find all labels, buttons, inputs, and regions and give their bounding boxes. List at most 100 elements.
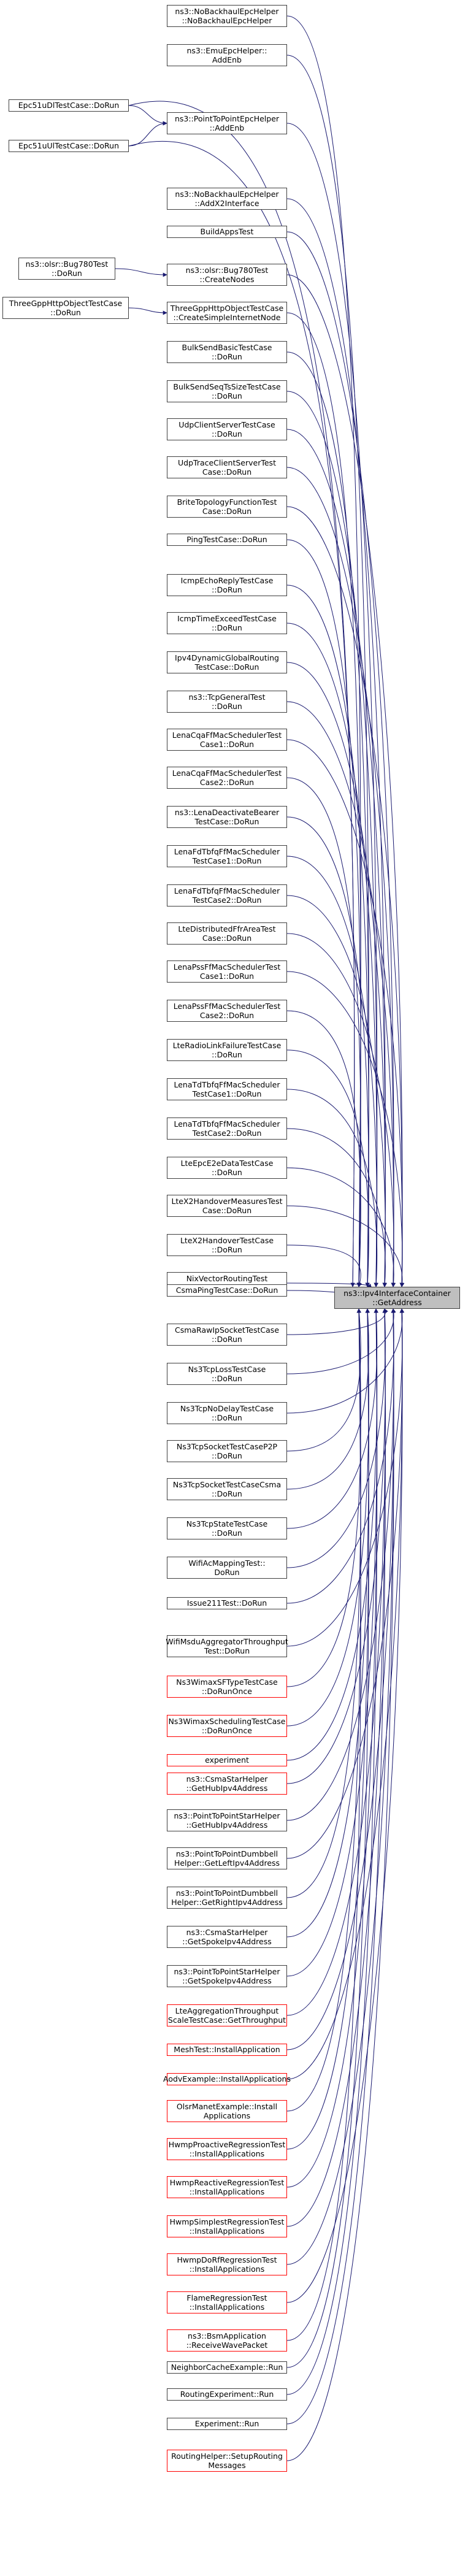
graph-node-ns3-nobackhaulepchelper-addx2interface[interactable]: ns3::NoBackhaulEpcHelper ::AddX2Interfac… [167,188,287,210]
graph-node-hwmpsimplestregressiontest-installapplications[interactable]: HwmpSimplestRegressionTest ::InstallAppl… [167,2215,287,2237]
graph-node-ns3tcpsockettestcasecsma-dorun[interactable]: Ns3TcpSocketTestCaseCsma ::DoRun [167,1478,287,1500]
graph-node-icmpechoreplytestcase-dorun[interactable]: IcmpEchoReplyTestCase ::DoRun [167,574,287,596]
node-label: ns3::TcpGeneralTest ::DoRun [188,692,266,711]
graph-node-experiment[interactable]: experiment [167,1754,287,1766]
graph-node-ns3-pointtopointepchelper-addenb[interactable]: ns3::PointToPointEpcHelper ::AddEnb [167,112,287,134]
graph-node-britetopologyfunctiontest-case-dorun[interactable]: BriteTopologyFunctionTest Case::DoRun [167,496,287,518]
edge-routinghelper-setuprouting-messages-to-target [286,1308,396,2461]
graph-node-hwmpreactiveregressiontest-installapplications[interactable]: HwmpReactiveRegressionTest ::InstallAppl… [167,2176,287,2198]
node-label: WifiAcMappingTest:: DoRun [188,1558,266,1577]
graph-node-ns3-csmastarhelper-getspokeipv4address[interactable]: ns3::CsmaStarHelper ::GetSpokeIpv4Addres… [167,1926,287,1948]
node-label: RoutingHelper::SetupRouting Messages [171,2451,283,2470]
graph-node-ltedistributedffrareatest-case-dorun[interactable]: LteDistributedFfrAreaTest Case::DoRun [167,922,287,945]
graph-node-wifiacmappingtest-dorun[interactable]: WifiAcMappingTest:: DoRun [167,1557,287,1579]
node-label: CsmaPingTestCase::DoRun [175,1286,278,1295]
graph-node-lenapssffmacschedulertest-case2-dorun[interactable]: LenaPssFfMacSchedulerTest Case2::DoRun [167,1000,287,1022]
edge-ns3-lenadeactivatebearer-testcase-dorun-to-target [286,816,370,1287]
graph-node-lenafdtbfqffmacscheduler-testcase2-dorun[interactable]: LenaFdTbfqFfMacScheduler TestCase2::DoRu… [167,884,287,907]
edge-ltedistributedffrareatest-case-dorun-to-target [286,933,396,1287]
graph-node-lenacqaffmacschedulertest-case1-dorun[interactable]: LenaCqaFfMacSchedulerTest Case1::DoRun [167,729,287,751]
node-label: LenaTdTbfqFfMacScheduler TestCase1::DoRu… [174,1079,280,1098]
node-label: IcmpEchoReplyTestCase ::DoRun [180,575,274,594]
graph-node-lteepce2edatatestcase-dorun[interactable]: LteEpcE2eDataTestCase ::DoRun [167,1157,287,1179]
graph-node-aodvexample-installapplications[interactable]: AodvExample::InstallApplications [163,2073,291,2085]
edge-lenafdtbfqffmacscheduler-testcase2-dorun-to-target [286,895,387,1287]
graph-node-bulksendseqtssizetestcase-dorun[interactable]: BulkSendSeqTsSizeTestCase ::DoRun [167,380,287,402]
graph-node-lenapssffmacschedulertest-case1-dorun[interactable]: LenaPssFfMacSchedulerTest Case1::DoRun [167,960,287,983]
graph-node-ns3tcplosstestcase-dorun[interactable]: Ns3TcpLossTestCase ::DoRun [167,1363,287,1385]
graph-node-bulksendbasictestcase-dorun[interactable]: BulkSendBasicTestCase ::DoRun [167,341,287,363]
node-label: LenaFdTbfqFfMacScheduler TestCase2::DoRu… [174,886,280,905]
node-label: UdpTraceClientServerTest Case::DoRun [178,458,276,477]
graph-node-threegpphttpobjecttestcase-dorun[interactable]: ThreeGppHttpObjectTestCase ::DoRun [2,297,129,319]
graph-node-ns3wimaxsftypetestcase-dorunonce[interactable]: Ns3WimaxSFTypeTestCase ::DoRunOnce [167,1676,287,1698]
graph-node-hwmpdorfregressiontest-installapplications[interactable]: HwmpDoRfRegressionTest ::InstallApplicat… [167,2253,287,2275]
graph-node-ipv4dynamicglobalrouting-testcase-dorun[interactable]: Ipv4DynamicGlobalRouting TestCase::DoRun [167,651,287,673]
graph-node-routingexperiment-run[interactable]: RoutingExperiment::Run [167,2388,287,2401]
graph-node-lenatdtbfqffmacscheduler-testcase1-dorun[interactable]: LenaTdTbfqFfMacScheduler TestCase1::DoRu… [167,1078,287,1100]
edge-lenacqaffmacschedulertest-case2-dorun-to-target [286,777,361,1287]
node-label: ns3::Ipv4InterfaceContainer ::GetAddress [343,1288,451,1307]
node-label: Ns3WimaxSFTypeTestCase ::DoRunOnce [176,1677,278,1696]
edge-ns3wimaxsftypetestcase-dorunonce-to-target [286,1308,361,1687]
graph-node-hwmpproactiveregressiontest-installapplications[interactable]: HwmpProactiveRegressionTest ::InstallApp… [167,2138,287,2160]
graph-node-lenacqaffmacschedulertest-case2-dorun[interactable]: LenaCqaFfMacSchedulerTest Case2::DoRun [167,767,287,789]
graph-node-routinghelper-setuprouting-messages[interactable]: RoutingHelper::SetupRouting Messages [167,2450,287,2472]
graph-node-buildappstest[interactable]: BuildAppsTest [167,226,287,238]
node-label: ThreeGppHttpObjectTestCase ::CreateSimpl… [170,303,284,322]
node-label: LteDistributedFfrAreaTest Case::DoRun [178,924,276,943]
graph-node-flameregressiontest-installapplications[interactable]: FlameRegressionTest ::InstallApplication… [167,2291,287,2313]
node-label: ns3::olsr::Bug780Test ::DoRun [25,259,109,278]
node-label: BulkSendSeqTsSizeTestCase ::DoRun [173,381,281,401]
graph-node-ns3wimaxschedulingtestcase-dorunonce[interactable]: Ns3WimaxSchedulingTestCase ::DoRunOnce [167,1715,287,1737]
node-label: Ns3TcpNoDelayTestCase ::DoRun [180,1403,274,1422]
graph-node-pingtestcase-dorun[interactable]: PingTestCase::DoRun [167,534,287,546]
graph-node-experiment-run[interactable]: Experiment::Run [167,2418,287,2430]
graph-node-wifimsduaggregatorthroughput-test-dorun[interactable]: WifiMsduAggregatorThroughput Test::DoRun [166,1635,288,1657]
graph-node-udpclientservertestcase-dorun[interactable]: UdpClientServerTestCase ::DoRun [167,418,287,440]
graph-node-ns3-olsr-bug780test-createnodes[interactable]: ns3::olsr::Bug780Test ::CreateNodes [167,264,287,286]
graph-node-meshtest-installapplication[interactable]: MeshTest::InstallApplication [167,2044,287,2056]
graph-node-threegpphttpobjecttestcase-createsimpleinternetnode[interactable]: ThreeGppHttpObjectTestCase ::CreateSimpl… [167,302,287,324]
graph-node-ns3tcpnodelaytestcase-dorun[interactable]: Ns3TcpNoDelayTestCase ::DoRun [167,1402,287,1424]
graph-node-ns3tcpstatetestcase-dorun[interactable]: Ns3TcpStateTestCase ::DoRun [167,1517,287,1539]
graph-node-csmarawipsockettestcase-dorun[interactable]: CsmaRawIpSocketTestCase ::DoRun [167,1324,287,1346]
graph-node-ltex2handovertestcase-dorun[interactable]: LteX2HandoverTestCase ::DoRun [167,1234,287,1256]
graph-node-ns3-tcpgeneraltest-dorun[interactable]: ns3::TcpGeneralTest ::DoRun [167,691,287,713]
graph-node-epc51udltestcase-dorun[interactable]: Epc51uDlTestCase::DoRun [9,99,129,112]
node-label: ns3::olsr::Bug780Test ::CreateNodes [185,265,269,284]
node-label: ns3::LenaDeactivateBearer TestCase::DoRu… [174,807,280,826]
graph-node-ns3-pointtopointstarhelper-getspokeipv4address[interactable]: ns3::PointToPointStarHelper ::GetSpokeIp… [167,1965,287,1987]
node-label: ns3::BsmApplication ::ReceiveWavePacket [186,2331,268,2350]
graph-node-ns3-pointtopointdumbbell-helper-getleftipv4address[interactable]: ns3::PointToPointDumbbell Helper::GetLef… [167,1847,287,1869]
graph-node-ns3-pointtopointdumbbell-helper-getrightipv4address[interactable]: ns3::PointToPointDumbbell Helper::GetRig… [167,1887,287,1909]
graph-node-csmapingtestcase-dorun[interactable]: CsmaPingTestCase::DoRun [167,1284,287,1297]
graph-node-epc51uultestcase-dorun[interactable]: Epc51uUlTestCase::DoRun [9,140,129,152]
node-label: PingTestCase::DoRun [186,535,267,545]
node-label: ns3::PointToPointStarHelper ::GetHubIpv4… [174,1811,280,1830]
node-label: BuildAppsTest [200,227,254,237]
graph-node-ns3-nobackhaulepchelper-nobackhaulepchelper[interactable]: ns3::NoBackhaulEpcHelper ::NoBackhaulEpc… [167,5,287,27]
graph-node-icmptimeexceedtestcase-dorun[interactable]: IcmpTimeExceedTestCase ::DoRun [167,612,287,634]
graph-node-ns3-lenadeactivatebearer-testcase-dorun[interactable]: ns3::LenaDeactivateBearer TestCase::DoRu… [167,806,287,828]
edge-lteepce2edatatestcase-dorun-to-target [286,1167,396,1287]
graph-node-ns3-olsr-bug780test-dorun[interactable]: ns3::olsr::Bug780Test ::DoRun [18,258,115,280]
graph-node-lteradiolinkfailuretestcase-dorun[interactable]: LteRadioLinkFailureTestCase ::DoRun [167,1039,287,1061]
graph-node-ns3tcpsockettestcasep2p-dorun[interactable]: Ns3TcpSocketTestCaseP2P ::DoRun [167,1440,287,1462]
node-label: ns3::PointToPointStarHelper ::GetSpokeIp… [174,1966,280,1985]
graph-node-issue211test-dorun[interactable]: Issue211Test::DoRun [167,1597,287,1609]
graph-node-lteaggregationthroughput-scaletestcase-getthroughput[interactable]: LteAggregationThroughput ScaleTestCase::… [167,2004,287,2026]
graph-node-ltex2handovermeasurestest-case-dorun[interactable]: LteX2HandoverMeasuresTest Case::DoRun [167,1195,287,1217]
graph-node-ns3-csmastarhelper-gethubipv4address[interactable]: ns3::CsmaStarHelper ::GetHubIpv4Address [167,1773,287,1795]
graph-node-lenatdtbfqffmacscheduler-testcase2-dorun[interactable]: LenaTdTbfqFfMacScheduler TestCase2::DoRu… [167,1117,287,1140]
graph-node-ns3-emuepchelper-addenb[interactable]: ns3::EmuEpcHelper:: AddEnb [167,44,287,66]
graph-node-neighborcacheexample-run[interactable]: NeighborCacheExample::Run [167,2361,287,2374]
graph-node-lenafdtbfqffmacscheduler-testcase1-dorun[interactable]: LenaFdTbfqFfMacScheduler TestCase1::DoRu… [167,845,287,867]
node-label: Experiment::Run [194,2419,259,2429]
node-label: LteRadioLinkFailureTestCase ::DoRun [172,1040,282,1059]
graph-node-ns3-pointtopointstarhelper-gethubipv4address[interactable]: ns3::PointToPointStarHelper ::GetHubIpv4… [167,1809,287,1831]
graph-node-ns3-bsmapplication-receivewavepacket[interactable]: ns3::BsmApplication ::ReceiveWavePacket [167,2329,287,2352]
edge-lteradiolinkfailuretestcase-dorun-to-target [286,1049,370,1287]
graph-node-udptraceclientservertest-case-dorun[interactable]: UdpTraceClientServerTest Case::DoRun [167,456,287,478]
graph-node-olsrmanetexample-install-applications[interactable]: OlsrManetExample::Install Applications [167,2100,287,2122]
